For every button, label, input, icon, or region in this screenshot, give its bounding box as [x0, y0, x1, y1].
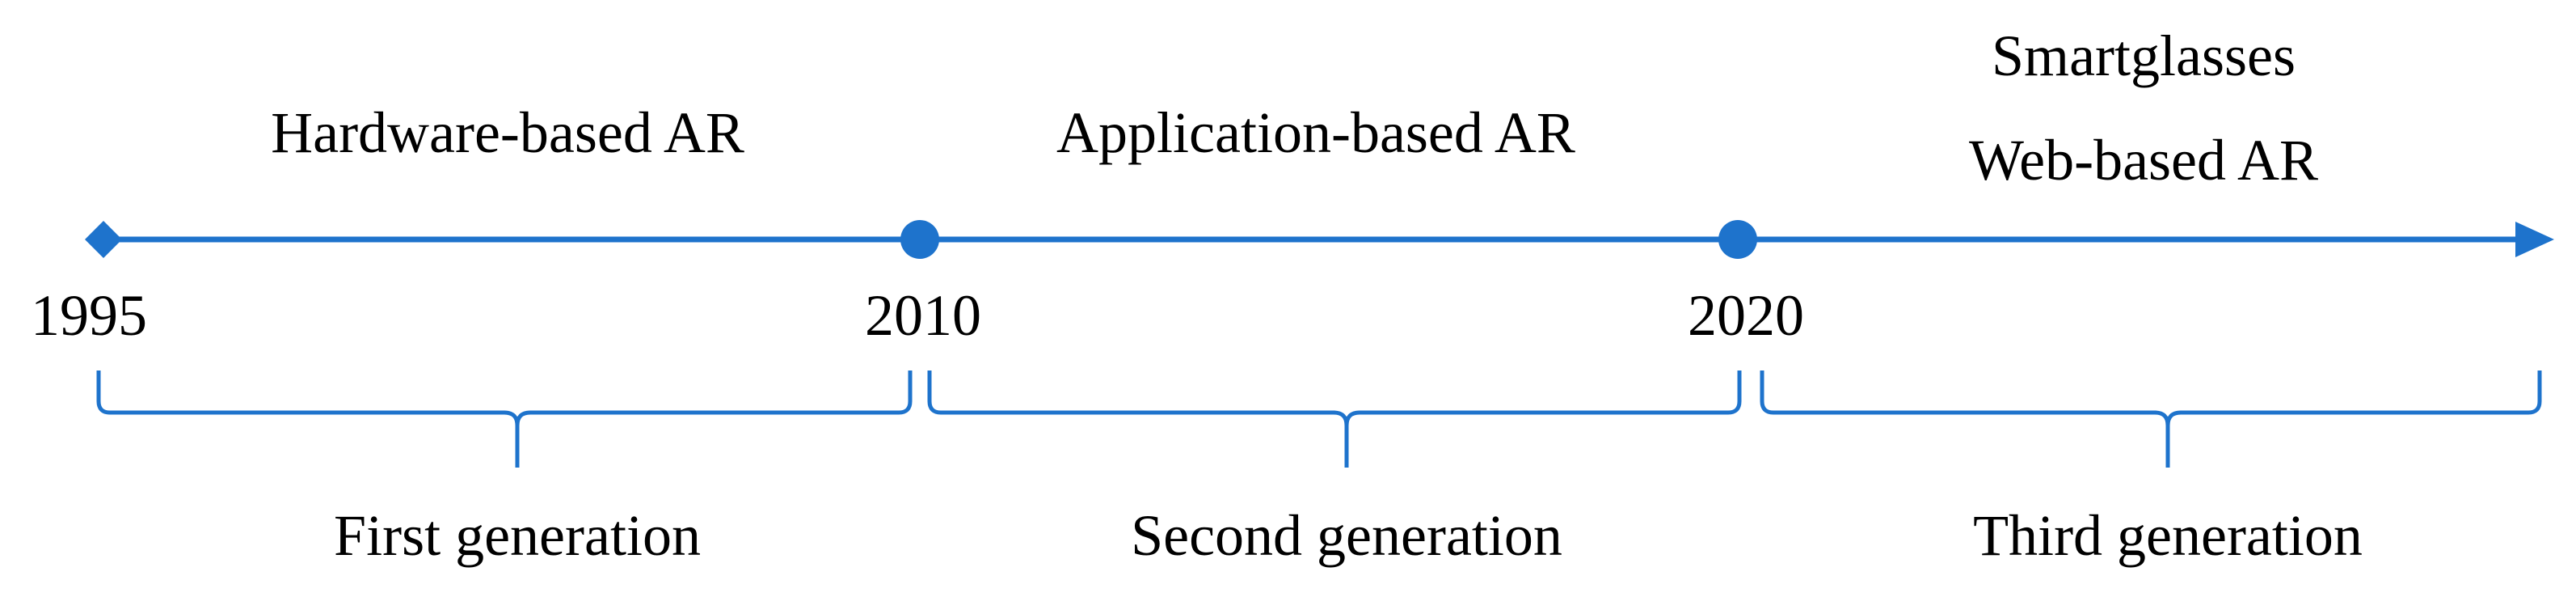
first-generation-label: First generation — [334, 503, 701, 568]
marker-2010 — [900, 220, 939, 259]
era-application-label: Application-based AR — [1056, 100, 1575, 165]
brace-second-generation — [927, 370, 1742, 468]
brace-third-generation — [1760, 370, 2542, 468]
timeline-arrowhead — [2515, 222, 2554, 257]
era-hardware-label: Hardware-based AR — [271, 100, 744, 165]
second-generation-label: Second generation — [1131, 503, 1562, 568]
year-2010-label: 2010 — [865, 283, 981, 348]
start-diamond-marker — [85, 221, 122, 258]
brace-first-generation — [96, 370, 913, 468]
year-2020-label: 2020 — [1688, 283, 1804, 348]
marker-2020 — [1718, 220, 1757, 259]
era-smartglasses-label: Smartglasses — [1992, 23, 2296, 88]
year-1995-label: 1995 — [31, 283, 147, 348]
third-generation-label: Third generation — [1973, 503, 2363, 568]
era-web-label: Web-based AR — [1969, 128, 2318, 193]
